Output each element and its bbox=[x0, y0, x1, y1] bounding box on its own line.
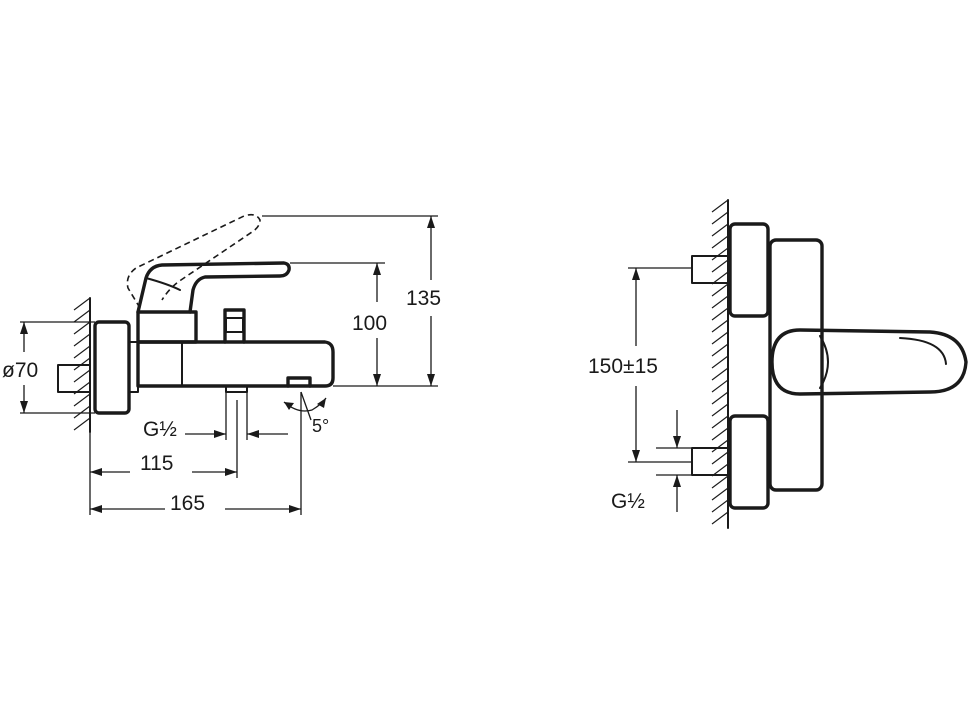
dim-thread-side-label: G½ bbox=[143, 418, 177, 441]
dim-spacing-label: 150±15 bbox=[588, 355, 658, 378]
dim-115-label: 115 bbox=[140, 452, 173, 475]
escutcheon-top bbox=[728, 222, 770, 318]
front-view: 150±15 G½ bbox=[588, 199, 968, 529]
dim-thread-front: G½ bbox=[611, 410, 692, 513]
dim-angle-label: 5° bbox=[312, 416, 329, 436]
inlet-pipe-bottom bbox=[691, 447, 729, 476]
cartridge-housing bbox=[136, 310, 198, 344]
lever-front bbox=[770, 328, 968, 396]
mixer-body-front bbox=[768, 238, 824, 492]
dim-diameter-label: ø70 bbox=[2, 359, 38, 382]
spout-outlet bbox=[286, 376, 312, 388]
lever-handle bbox=[136, 261, 291, 314]
dim-angle: 5° bbox=[283, 391, 329, 436]
dim-115: 115 bbox=[89, 400, 238, 515]
dim-diameter: ø70 bbox=[2, 321, 95, 414]
wall-hatch-right bbox=[711, 199, 729, 529]
dim-thread-front-label: G½ bbox=[611, 490, 645, 513]
diverter-knob bbox=[223, 308, 246, 344]
lever-handle-raised bbox=[126, 213, 261, 309]
dim-100: 100 bbox=[290, 262, 387, 387]
dim-thread-side: G½ bbox=[143, 392, 288, 441]
bottom-outlet bbox=[225, 385, 248, 393]
escutcheon-bottom bbox=[728, 414, 770, 510]
dim-135: 135 bbox=[262, 215, 441, 387]
inlet-pipe bbox=[57, 364, 91, 393]
mixer-body bbox=[136, 340, 335, 388]
dim-165-label: 165 bbox=[170, 492, 205, 515]
dim-135-label: 135 bbox=[406, 287, 441, 310]
escutcheon bbox=[93, 320, 131, 415]
dim-spacing: 150±15 bbox=[588, 267, 692, 463]
dim-165: 165 bbox=[90, 392, 302, 515]
dim-100-label: 100 bbox=[352, 312, 387, 335]
side-view: ø70 G½ 115 165 bbox=[2, 213, 441, 515]
inlet-pipe-top bbox=[691, 255, 729, 284]
